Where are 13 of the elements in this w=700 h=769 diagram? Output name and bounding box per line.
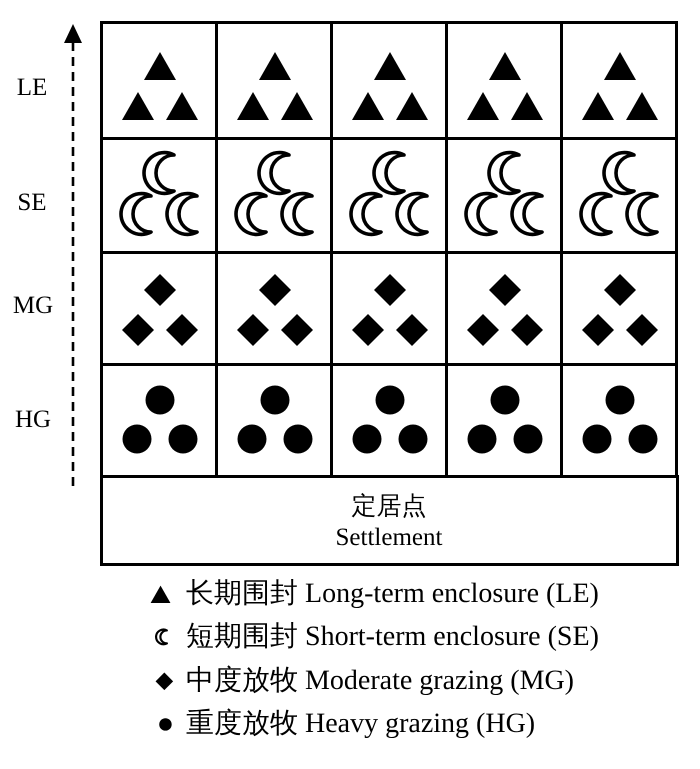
legend-label: 短期围封 Short-term enclosure (SE): [186, 620, 599, 654]
row-label: HG: [14, 406, 52, 434]
settlement-box: [100, 474, 678, 566]
grid-cell: [100, 20, 218, 140]
legend-label: 中度放牧 Moderate grazing (MG): [186, 664, 574, 698]
legend-label: 重度放牧 Heavy grazing (HG): [186, 707, 536, 741]
row-label: MG: [12, 292, 54, 320]
grid-cell: [560, 20, 678, 140]
row-label: LE: [16, 74, 48, 102]
settlement-label: 定居点: [352, 492, 426, 520]
legend-label: 长期围封 Long-term enclosure (LE): [186, 577, 599, 611]
row-label: SE: [17, 189, 47, 217]
settlement-label: Settlement: [336, 524, 442, 550]
